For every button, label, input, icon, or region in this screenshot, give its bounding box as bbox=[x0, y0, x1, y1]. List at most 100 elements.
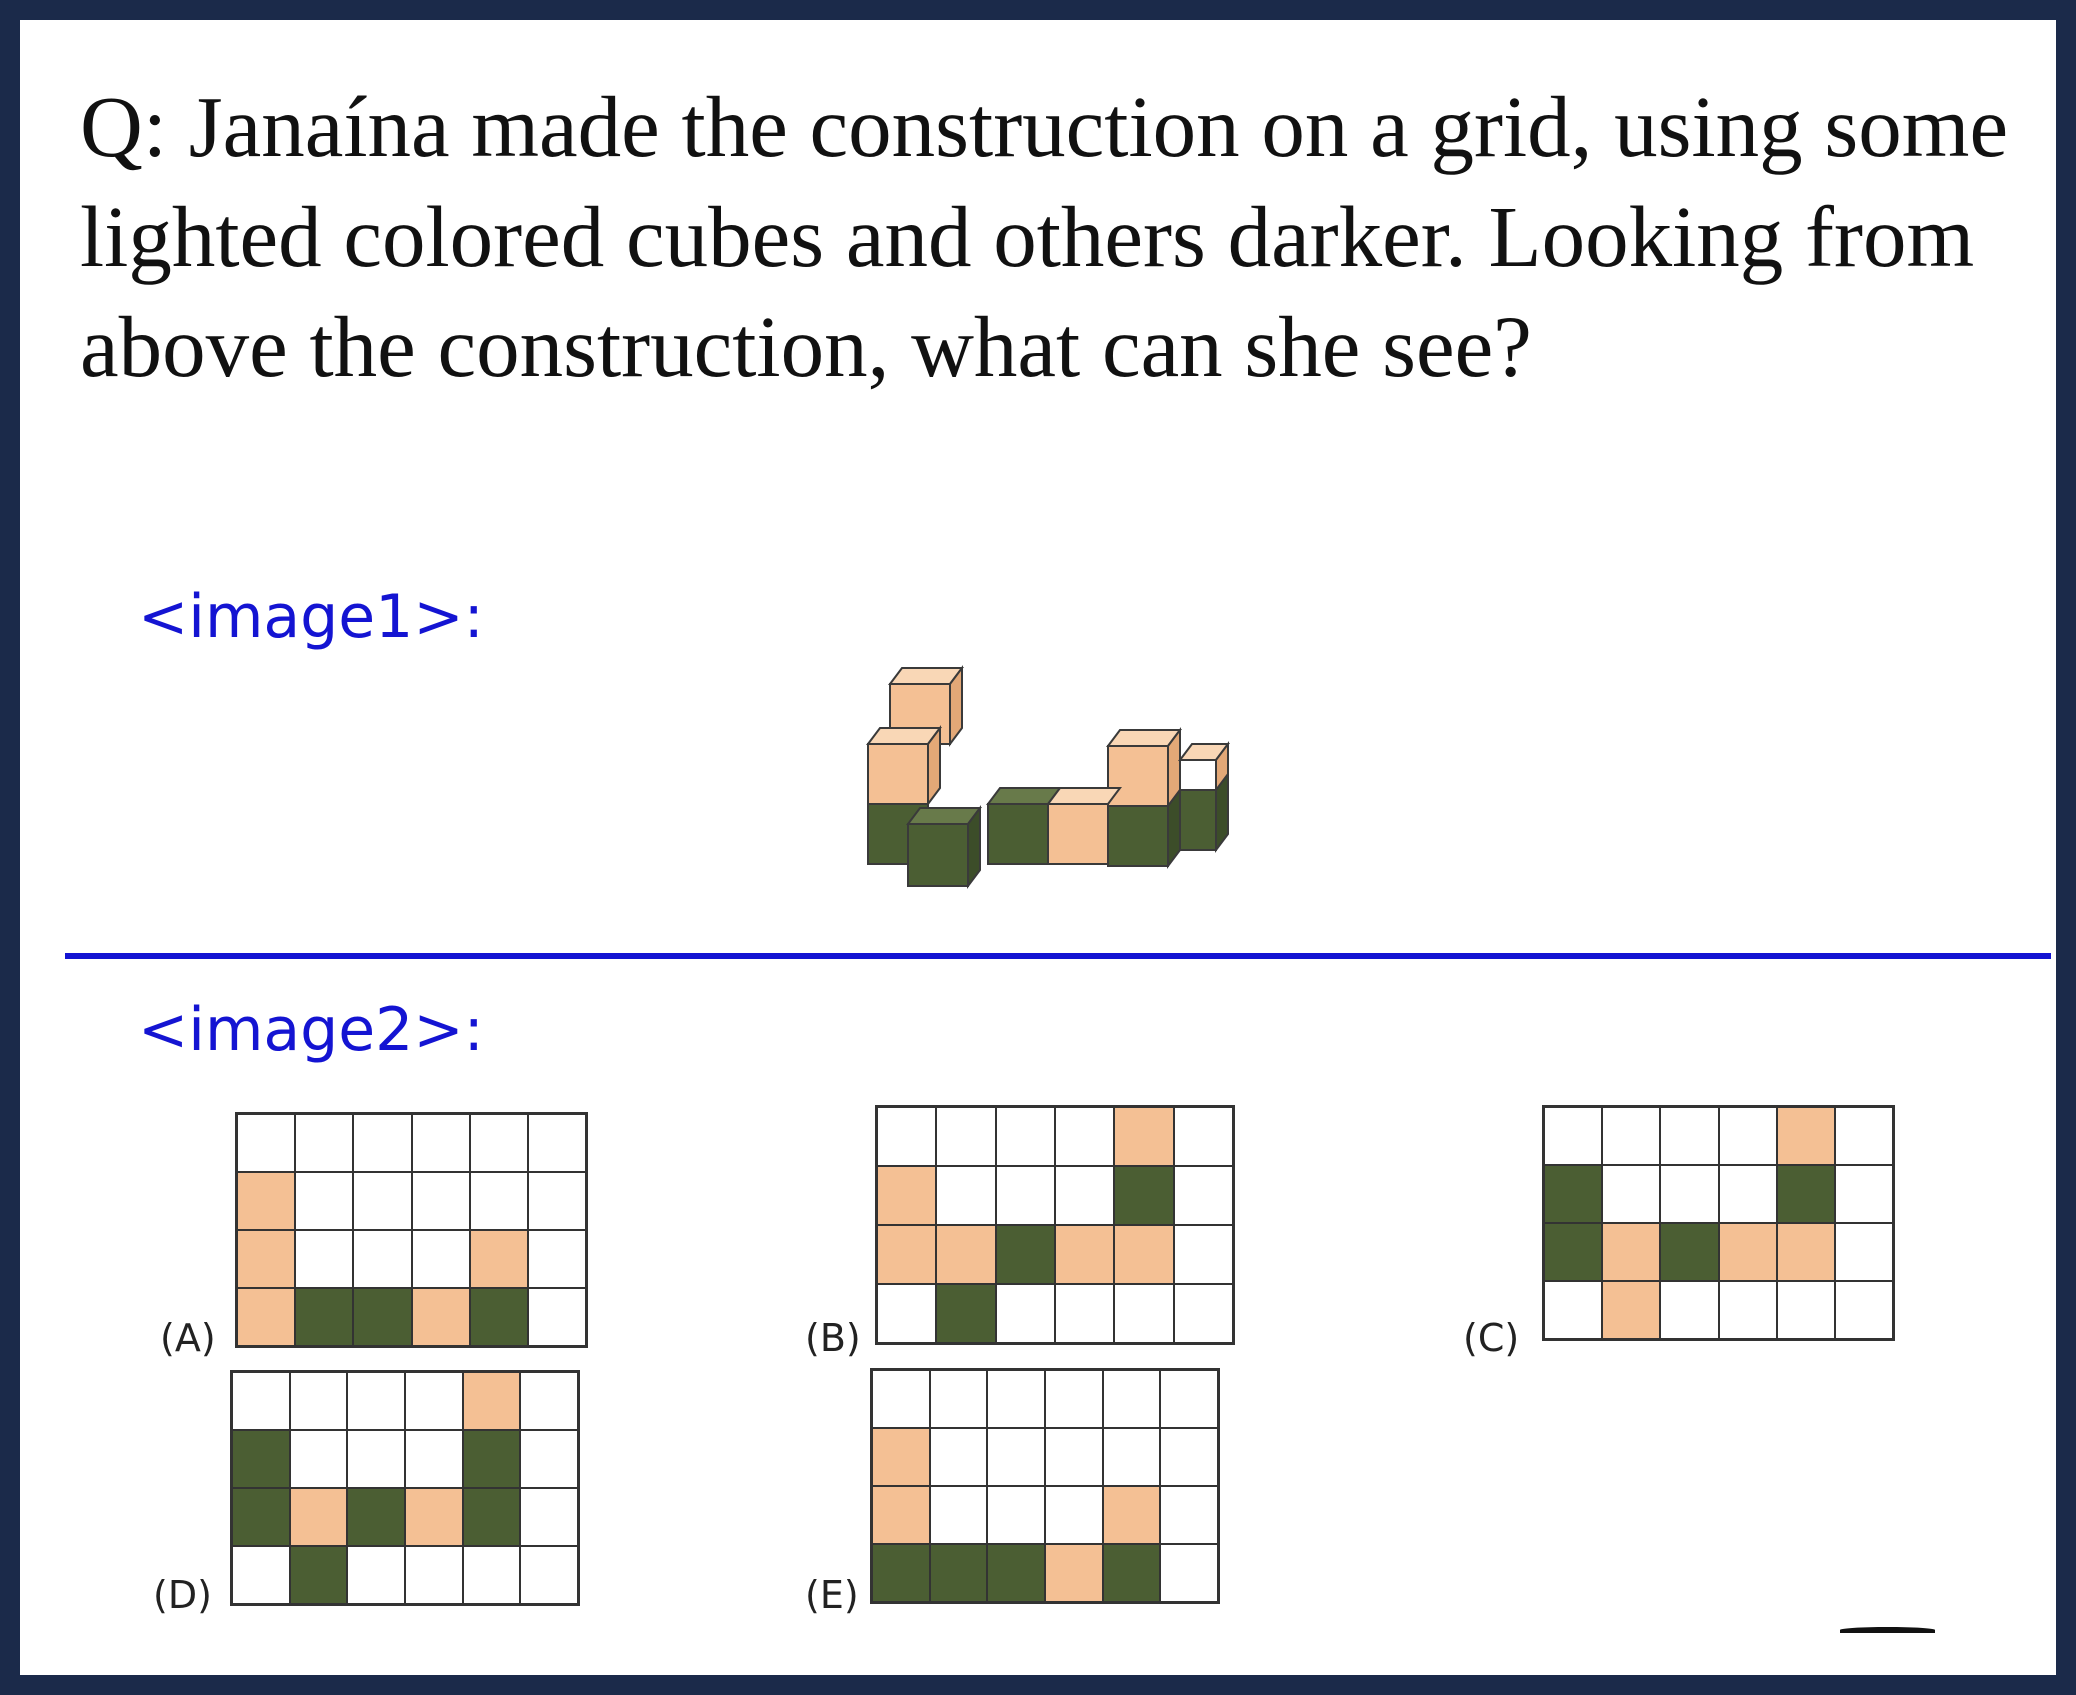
grid-cell bbox=[405, 1372, 463, 1430]
option-c-label: (C) bbox=[1463, 1316, 1520, 1360]
grid-cell bbox=[1054, 1107, 1115, 1166]
grid-cell bbox=[295, 1114, 354, 1172]
grid-cell bbox=[995, 1225, 1055, 1284]
grid-cell bbox=[1160, 1486, 1218, 1544]
grid-cell bbox=[237, 1288, 296, 1346]
grid-cell bbox=[295, 1172, 354, 1230]
grid-cell bbox=[462, 1430, 521, 1488]
option-e-label: (E) bbox=[805, 1573, 859, 1617]
grid-cell bbox=[1544, 1107, 1603, 1165]
cube-construction-figure bbox=[866, 665, 1230, 889]
grid-cell bbox=[1834, 1165, 1893, 1223]
grid-cell bbox=[1718, 1165, 1777, 1223]
grid-cell bbox=[1660, 1223, 1719, 1281]
grid-cell bbox=[232, 1430, 290, 1488]
grid-cell bbox=[232, 1546, 290, 1604]
grid-cell bbox=[1660, 1165, 1719, 1223]
grid-cell bbox=[411, 1172, 470, 1230]
grid-cell bbox=[353, 1288, 412, 1346]
grid-cell bbox=[1054, 1284, 1115, 1343]
grid-cell bbox=[929, 1486, 988, 1544]
grid-cell bbox=[237, 1114, 296, 1172]
grid-cell bbox=[462, 1546, 521, 1604]
cube-row-top-2 bbox=[1046, 787, 1122, 805]
grid-cell bbox=[1718, 1107, 1777, 1165]
grid-cell bbox=[520, 1430, 578, 1488]
section-divider bbox=[65, 953, 2051, 959]
grid-cell bbox=[1054, 1225, 1115, 1284]
grid-cell bbox=[995, 1166, 1055, 1225]
grid-cell bbox=[289, 1430, 348, 1488]
grid-cell bbox=[405, 1430, 463, 1488]
cube-bottom-4 bbox=[1107, 805, 1169, 867]
grid-cell bbox=[1776, 1281, 1835, 1339]
cube-bottom-5 bbox=[1179, 789, 1217, 851]
grid-cell bbox=[987, 1544, 1045, 1602]
grid-cell bbox=[1054, 1166, 1115, 1225]
cube-right-raised-front bbox=[1107, 745, 1169, 807]
grid-cell bbox=[527, 1288, 586, 1346]
grid-cell bbox=[1173, 1166, 1233, 1225]
grid-cell bbox=[347, 1430, 405, 1488]
grid-cell bbox=[353, 1230, 412, 1288]
grid-cell bbox=[987, 1486, 1045, 1544]
grid-cell bbox=[1834, 1281, 1893, 1339]
grid-cell bbox=[232, 1488, 290, 1546]
grid-cell bbox=[1718, 1223, 1777, 1281]
grid-cell bbox=[872, 1544, 930, 1602]
cube-bottom-5-side bbox=[1215, 771, 1229, 853]
grid-cell bbox=[987, 1428, 1045, 1486]
grid-cell bbox=[877, 1166, 937, 1225]
grid-cell bbox=[1660, 1281, 1719, 1339]
grid-cell bbox=[872, 1486, 930, 1544]
option-b-grid[interactable] bbox=[875, 1105, 1235, 1345]
grid-cell bbox=[289, 1546, 348, 1604]
grid-cell bbox=[1045, 1486, 1103, 1544]
grid-cell bbox=[1544, 1223, 1603, 1281]
grid-cell bbox=[1114, 1166, 1174, 1225]
cube-front-face bbox=[907, 823, 969, 887]
grid-cell bbox=[237, 1172, 296, 1230]
corner-mark bbox=[1840, 1627, 1935, 1633]
grid-cell bbox=[936, 1166, 996, 1225]
grid-cell bbox=[527, 1172, 586, 1230]
grid-cell bbox=[877, 1107, 937, 1166]
grid-cell bbox=[1102, 1370, 1161, 1428]
grid-cell bbox=[1160, 1544, 1218, 1602]
grid-cell bbox=[1173, 1225, 1233, 1284]
grid-cell bbox=[1718, 1281, 1777, 1339]
grid-cell bbox=[347, 1488, 405, 1546]
grid-cell bbox=[411, 1114, 470, 1172]
grid-cell bbox=[1102, 1544, 1161, 1602]
grid-cell bbox=[347, 1372, 405, 1430]
cube-top-stack-side bbox=[949, 665, 963, 747]
grid-cell bbox=[1602, 1165, 1661, 1223]
grid-cell bbox=[1102, 1486, 1161, 1544]
grid-cell bbox=[1544, 1281, 1603, 1339]
grid-cell bbox=[1660, 1107, 1719, 1165]
option-e-grid[interactable] bbox=[870, 1368, 1220, 1604]
grid-cell bbox=[1776, 1107, 1835, 1165]
grid-cell bbox=[405, 1488, 463, 1546]
grid-cell bbox=[1114, 1284, 1174, 1343]
grid-cell bbox=[1776, 1165, 1835, 1223]
option-d-grid[interactable] bbox=[230, 1370, 580, 1606]
grid-cell bbox=[347, 1546, 405, 1604]
grid-cell bbox=[411, 1230, 470, 1288]
grid-cell bbox=[1045, 1544, 1103, 1602]
grid-cell bbox=[411, 1288, 470, 1346]
grid-cell bbox=[929, 1544, 988, 1602]
grid-cell bbox=[1160, 1370, 1218, 1428]
grid-cell bbox=[232, 1372, 290, 1430]
grid-cell bbox=[353, 1172, 412, 1230]
grid-cell bbox=[520, 1372, 578, 1430]
grid-cell bbox=[987, 1370, 1045, 1428]
grid-cell bbox=[520, 1546, 578, 1604]
option-c-grid[interactable] bbox=[1542, 1105, 1895, 1341]
grid-cell bbox=[936, 1225, 996, 1284]
grid-cell bbox=[469, 1230, 528, 1288]
grid-cell bbox=[872, 1370, 930, 1428]
grid-cell bbox=[1045, 1370, 1103, 1428]
option-a-grid[interactable] bbox=[235, 1112, 588, 1348]
